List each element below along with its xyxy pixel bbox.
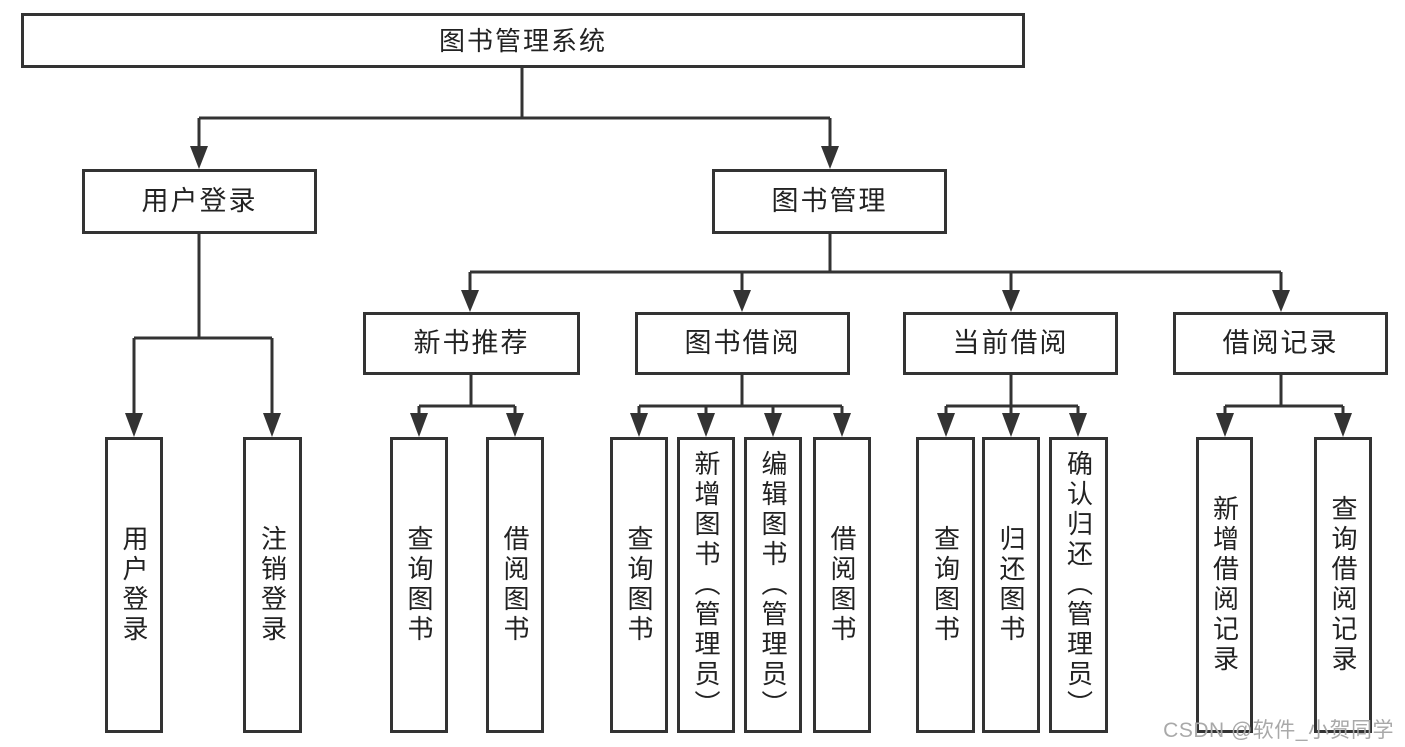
- leaf-label: 用户登录: [119, 525, 149, 645]
- leaf-return-books: 归还图书: [982, 437, 1040, 733]
- leaf-label: 借阅图书: [827, 525, 857, 645]
- node-label: 图书管理: [771, 186, 888, 216]
- node-label: 图书管理系统: [438, 25, 607, 56]
- leaf-label: 借阅图书: [500, 525, 530, 645]
- node-borrowing-records: 借阅记录: [1173, 312, 1388, 375]
- leaf-confirm-return-admin: 确认归还（管理员）: [1049, 437, 1108, 733]
- node-book-management: 图书管理: [712, 169, 947, 234]
- node-label: 借阅记录: [1222, 328, 1339, 358]
- leaf-logout: 注销登录: [243, 437, 302, 733]
- leaf-label: 归还图书: [996, 525, 1026, 645]
- node-label: 新书推荐: [413, 328, 530, 358]
- leaf-label: 查询图书: [404, 525, 434, 645]
- leaf-query-borrow-record: 查询借阅记录: [1314, 437, 1372, 733]
- leaf-label: 查询图书: [930, 525, 961, 645]
- node-library-management-system: 图书管理系统: [21, 13, 1025, 68]
- leaf-user-login: 用户登录: [105, 437, 163, 733]
- csdn-watermark: CSDN @软件_小贺同学: [1163, 719, 1394, 742]
- node-label: 当前借阅: [952, 328, 1069, 358]
- leaf-edit-book-admin: 编辑图书（管理员）: [744, 437, 802, 733]
- leaf-label: 查询借阅记录: [1328, 495, 1358, 675]
- leaf-label: 注销登录: [257, 525, 288, 645]
- node-current-borrowing: 当前借阅: [903, 312, 1118, 375]
- node-user-login: 用户登录: [82, 169, 317, 234]
- node-book-borrowing: 图书借阅: [635, 312, 850, 375]
- node-label: 用户登录: [141, 186, 258, 216]
- leaf-query-books-borrow: 查询图书: [610, 437, 668, 733]
- leaf-add-book-admin: 新增图书（管理员）: [677, 437, 735, 733]
- leaf-label: 新增借阅记录: [1209, 495, 1240, 675]
- leaf-label: 新增图书（管理员）: [691, 450, 721, 720]
- leaf-borrow-books-newbook: 借阅图书: [486, 437, 544, 733]
- node-label: 图书借阅: [684, 328, 801, 358]
- leaf-label: 查询图书: [624, 525, 654, 645]
- node-new-book-recommendation: 新书推荐: [363, 312, 580, 375]
- leaf-query-books-current: 查询图书: [916, 437, 975, 733]
- leaf-label: 确认归还（管理员）: [1063, 450, 1094, 720]
- leaf-add-borrow-record: 新增借阅记录: [1196, 437, 1253, 733]
- leaf-borrow-books-borrow: 借阅图书: [813, 437, 871, 733]
- leaf-query-books-newbook: 查询图书: [390, 437, 448, 733]
- leaf-label: 编辑图书（管理员）: [758, 450, 788, 720]
